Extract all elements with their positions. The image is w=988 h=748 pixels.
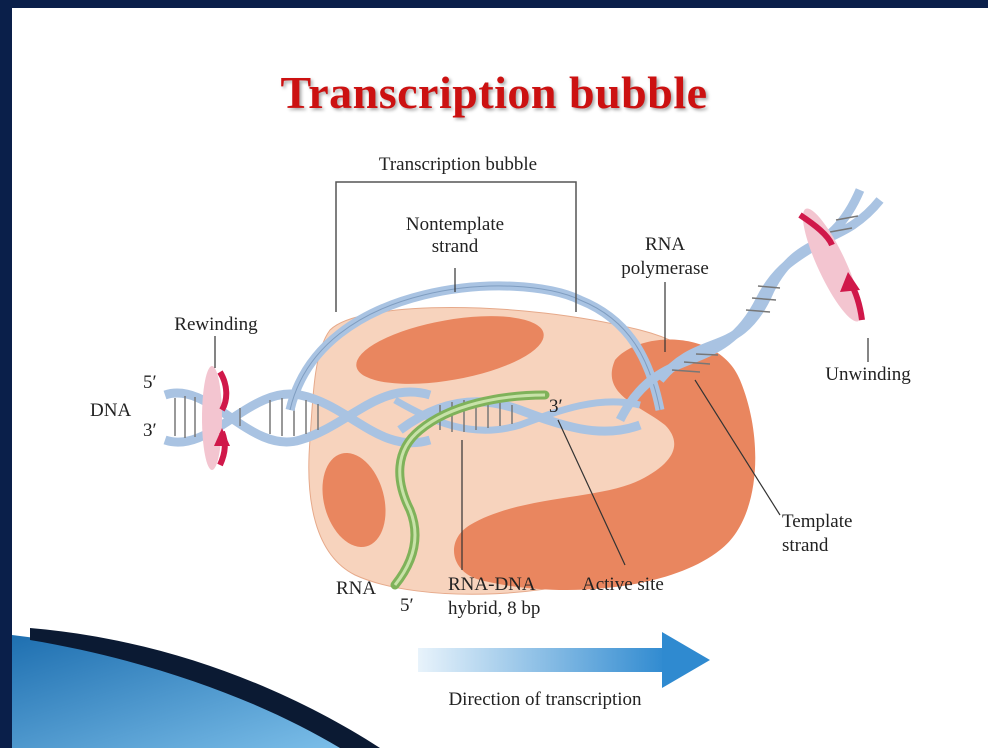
rna-polymerase [309, 304, 755, 594]
label-3prime-left: 3′ [143, 420, 157, 441]
label-hybrid-1: RNA-DNA [448, 574, 536, 595]
corner-swoosh-light [12, 635, 360, 748]
page-title: Transcription bubble [0, 66, 988, 119]
label-transcription-bubble: Transcription bubble [379, 154, 537, 175]
label-nontemplate-2: strand [432, 236, 479, 257]
label-rewinding: Rewinding [174, 314, 258, 335]
label-active-site: Active site [582, 574, 664, 595]
direction-arrow [418, 632, 710, 688]
label-template-2: strand [782, 535, 829, 556]
label-template-1: Template [782, 511, 852, 532]
label-nontemplate-1: Nontemplate [406, 214, 504, 235]
label-hybrid-2: hybrid, 8 bp [448, 598, 540, 619]
label-direction: Direction of transcription [448, 689, 642, 710]
label-rna-polymerase-1: RNA [645, 234, 685, 255]
label-5prime-rna: 5′ [400, 595, 414, 616]
label-5prime-top: 5′ [143, 372, 157, 393]
label-rna-polymerase-2: polymerase [621, 258, 709, 279]
label-dna: DNA [90, 400, 131, 421]
label-unwinding: Unwinding [825, 364, 911, 385]
label-3prime-rna: 3′ [549, 396, 563, 417]
label-rna: RNA [336, 578, 376, 599]
